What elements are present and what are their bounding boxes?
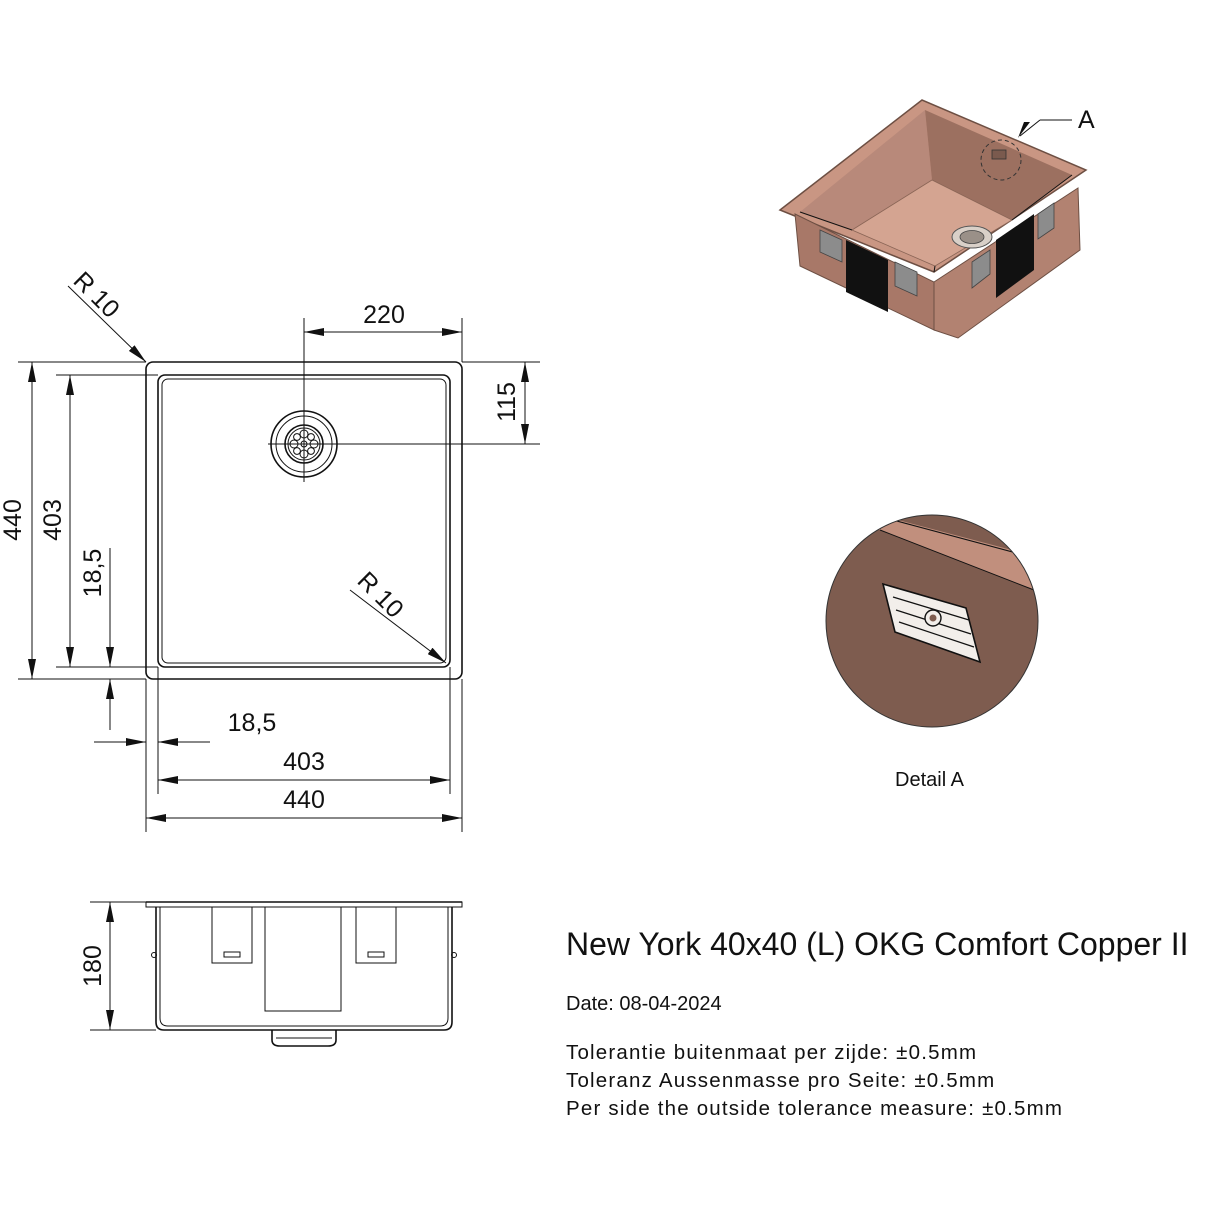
dim-outer-height: 440 [0,499,27,541]
isometric-sink-view: A [778,99,1095,339]
iso-bowl-back-right-wall [925,110,1072,220]
iso-pad-left-shape [846,240,888,312]
iso-bowl-back-left-wall [800,110,932,230]
side-view: 180 [79,901,463,1047]
mounting-clip-left [211,906,253,964]
insulation-pad-side [264,906,342,1012]
detail-circle [825,514,1039,728]
detail-overflow-grate [881,582,982,664]
dim-outer-width: 440 [283,786,325,814]
drawing-title: New York 40x40 (L) OKG Comfort Copper II [566,926,1189,962]
detail-marker-label: A [1078,106,1095,134]
tolerance-line-english: Per side the outside tolerance measure: … [566,1097,1064,1120]
top-view: R 10 220 115 440 403 18,5 R 10 18,5 403 … [0,266,540,832]
mounting-clip-right [355,906,397,964]
iso-clip-1 [819,229,843,263]
detail-a-view [825,514,1039,728]
drain-top-view [268,318,540,482]
dim-rim-height: 18,5 [79,549,107,598]
iso-pad-right-shape [996,214,1034,298]
detail-a-caption: Detail A [895,769,964,791]
dim-corner-radius-outer: R 10 [68,266,125,323]
iso-clip-4 [1037,202,1055,240]
iso-overflow-marker [980,119,1072,181]
iso-clip-3 [971,249,991,289]
iso-drain [951,225,993,249]
dim-corner-radius-inner: R 10 [352,566,409,623]
iso-clip-2 [894,261,918,297]
drawing-date: Date: 08-04-2024 [566,993,722,1015]
tolerance-line-german: Toleranz Aussenmasse pro Seite: ±0.5mm [566,1069,996,1092]
dim-depth: 180 [79,945,107,987]
dimension-lines [28,285,529,822]
tolerance-line-dutch: Tolerantie buitenmaat per zijde: ±0.5mm [566,1041,978,1064]
drain-side-view [271,1030,337,1047]
dim-drain-offset-y: 115 [493,382,521,422]
dim-inner-width: 403 [283,748,325,776]
dim-inner-height: 403 [39,499,67,541]
dim-drain-offset-x: 220 [363,301,405,329]
dim-rim-width: 18,5 [228,709,277,737]
